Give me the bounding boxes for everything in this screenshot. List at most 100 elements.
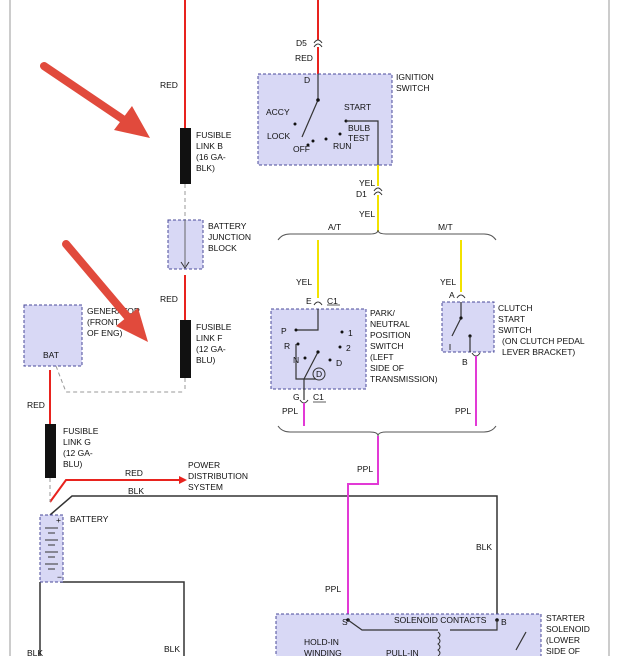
pds-arrow-head (179, 476, 187, 484)
annotation-arrow-2 (62, 240, 148, 342)
clutch-label-l1: CLUTCH (498, 303, 532, 313)
pn-label-l4: SWITCH (370, 341, 404, 351)
connector-c1-top: C1 (327, 296, 338, 306)
pn-2: 2 (346, 343, 351, 353)
fusible-link-f-l2: LINK F (196, 333, 222, 343)
ignition-title-2: SWITCH (396, 83, 430, 93)
ignition-switch-box (257, 73, 393, 166)
connector-s: S (342, 617, 348, 627)
solenoid-contacts-label: SOLENOID CONTACTS (394, 615, 487, 625)
solenoid-title-4: SIDE OF (546, 646, 580, 656)
connector-e: E (306, 296, 312, 306)
pn-1: 1 (348, 328, 353, 338)
fusible-link-b-l2: LINK B (196, 141, 223, 151)
connector-d5: D5 (296, 38, 307, 48)
clutch-label-l5: LEVER BRACKET) (502, 347, 575, 357)
black-wires (39, 495, 498, 656)
generator-label-l2: (FRONT (87, 317, 119, 327)
ppl-main-label: PPL (357, 464, 373, 474)
annotation-arrow-1 (40, 62, 150, 138)
red-pds-label: RED (125, 468, 143, 478)
battery-junction-l3: BLOCK (208, 243, 237, 253)
solenoid-hold-1: HOLD-IN (304, 637, 339, 647)
fusible-link-b-l4: BLK) (196, 163, 215, 173)
ignition-test: TEST (348, 133, 370, 143)
ppl-bottom-label: PPL (325, 584, 341, 594)
blk-right-label: BLK (476, 542, 492, 552)
battery-plus: + (56, 515, 61, 525)
pn-d-circle-label: D (316, 369, 322, 379)
fusible-link-f-l1: FUSIBLE (196, 322, 232, 332)
clutch-label-l4: (ON CLUTCH PEDAL (502, 336, 585, 346)
red-feed-wires (49, 0, 186, 503)
split-brace (277, 229, 497, 241)
pn-label-l3: POSITION (370, 330, 411, 340)
pn-label-l7: TRANSMISSION) (370, 374, 438, 384)
ignition-run: RUN (333, 141, 351, 151)
battery-minus: − (57, 572, 62, 582)
ignition-title-1: IGNITION (396, 72, 434, 82)
fusible-link-g-l1: FUSIBLE (63, 426, 99, 436)
red-top-label: RED (160, 80, 178, 90)
ignition-d: D (304, 75, 310, 85)
pn-label-l2: NEUTRAL (370, 319, 410, 329)
yel-park-label: YEL (296, 277, 312, 287)
power-dist-l1: POWER (188, 460, 220, 470)
clutch-label-l3: SWITCH (498, 325, 532, 335)
fusible-link-f-l4: BLU) (196, 355, 216, 365)
ppl-park-label: PPL (282, 406, 298, 416)
connector-g: G (293, 392, 300, 402)
fusible-link-f-l3: (12 GA- (196, 344, 226, 354)
solenoid-title-3: (LOWER (546, 635, 580, 645)
yel-d1-label-a: YEL (359, 178, 375, 188)
connector-b-solenoid: B (501, 617, 507, 627)
pn-d-circle (312, 367, 326, 381)
power-dist-l2: DISTRIBUTION (188, 471, 248, 481)
fusible-link-g-l4: BLU) (63, 459, 83, 469)
battery-junction-l1: BATTERY (208, 221, 247, 231)
pn-d: D (336, 358, 342, 368)
clutch-label-l2: START (498, 314, 525, 324)
ignition-bulb: BULB (348, 123, 371, 133)
generator-label-l1: GENERATOR (87, 306, 140, 316)
clutch-switch-box (441, 301, 495, 353)
fusible-link-g (45, 424, 56, 478)
fusible-link-b-l1: FUSIBLE (196, 130, 232, 140)
dashed-links (49, 184, 186, 502)
blk-bottom-left-label: BLK (27, 648, 43, 656)
ignition-accy: ACCY (266, 107, 290, 117)
blk-bottom-mid-label: BLK (164, 644, 180, 654)
fusible-link-b-l3: (16 GA- (196, 152, 226, 162)
red-mid-label: RED (160, 294, 178, 304)
pn-r: R (284, 341, 290, 351)
pn-label-l6: SIDE OF (370, 363, 404, 373)
pn-label-l1: PARK/ (370, 308, 396, 318)
battery-junction-l2: JUNCTION (208, 232, 251, 242)
yel-clutch-label: YEL (440, 277, 456, 287)
blk-pds-label: BLK (128, 486, 144, 496)
generator-bat-terminal: BAT (43, 350, 59, 360)
solenoid-title-2: SOLENOID (546, 624, 590, 634)
battery-label: BATTERY (70, 514, 109, 524)
fusible-link-b (180, 128, 191, 184)
connector-c1-bottom: C1 (313, 392, 324, 402)
join-brace (277, 425, 497, 437)
battery-cells (45, 527, 58, 570)
solenoid-pull: PULL-IN (386, 648, 419, 656)
red-left-label: RED (27, 400, 45, 410)
pn-label-l5: (LEFT (370, 352, 394, 362)
generator-label-l3: OF ENG) (87, 328, 123, 338)
ignition-lock: LOCK (267, 131, 290, 141)
fusible-link-g-l2: LINK G (63, 437, 91, 447)
solenoid-title-1: STARTER (546, 613, 585, 623)
fusible-link-f (180, 320, 191, 378)
label-mt: M/T (438, 222, 453, 232)
ignition-off: OFF (293, 144, 310, 154)
red-ign-label: RED (295, 53, 313, 63)
fusible-link-g-l3: (12 GA- (63, 448, 93, 458)
solenoid-hold-2: WINDING (304, 648, 342, 656)
connector-d1: D1 (356, 189, 367, 199)
solenoid-coil (437, 631, 441, 656)
battery-symbol (39, 514, 64, 583)
